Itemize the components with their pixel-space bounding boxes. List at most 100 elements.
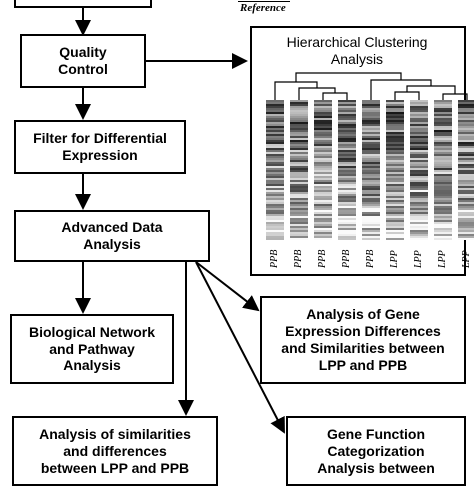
- heatmap-cell: [290, 186, 308, 188]
- heatmap-cell: [290, 158, 308, 160]
- heatmap-cell: [314, 178, 332, 180]
- heatmap-cell: [266, 114, 284, 116]
- heatmap-cell: [266, 182, 284, 184]
- reference-label: Reference: [240, 2, 286, 14]
- heatmap-cell: [362, 194, 380, 196]
- heatmap-cell: [338, 100, 356, 102]
- heatmap-cell: [386, 236, 404, 238]
- heatmap-cell: [266, 130, 284, 132]
- heatmap-cell: [314, 160, 332, 162]
- heatmap-cell: [338, 188, 356, 190]
- heatmap-cell: [410, 192, 428, 194]
- heatmap-cell: [338, 108, 356, 110]
- heatmap-cell: [410, 152, 428, 154]
- heatmap-cell: [338, 224, 356, 226]
- heatmap-cell: [290, 226, 308, 228]
- heatmap-cell: [362, 186, 380, 188]
- heatmap-cell: [410, 142, 428, 144]
- heatmap-cell: [266, 106, 284, 108]
- heatmap-cell: [386, 146, 404, 148]
- flow-connectors: [75, 8, 285, 434]
- heatmap-cell: [362, 116, 380, 118]
- heatmap-cell: [314, 196, 332, 198]
- heatmap-cell: [458, 166, 474, 168]
- heatmap-cell: [338, 222, 356, 224]
- heatmap-column: [290, 100, 308, 240]
- heatmap-column: [410, 100, 428, 240]
- heatmap-cell: [266, 152, 284, 154]
- heatmap-cell: [290, 160, 308, 162]
- heatmap-cell: [410, 200, 428, 202]
- similarities-line-3: between LPP and PPB: [40, 459, 190, 476]
- heatmap-cell: [266, 200, 284, 202]
- heatmap-cell: [458, 142, 474, 144]
- heatmap-cell: [266, 206, 284, 208]
- heatmap-cell: [410, 186, 428, 188]
- heatmap-cell: [314, 226, 332, 228]
- heatmap-cell: [386, 110, 404, 112]
- heatmap-cell: [458, 156, 474, 158]
- heatmap-cell: [290, 234, 308, 236]
- heatmap-cell: [458, 198, 474, 200]
- heatmap-cell: [338, 190, 356, 192]
- heatmap-cell: [266, 146, 284, 148]
- heatmap-cell: [434, 116, 452, 118]
- heatmap-cell: [458, 138, 474, 140]
- heatmap-cell: [410, 134, 428, 136]
- heatmap-cell: [338, 126, 356, 128]
- heatmap-cell: [314, 138, 332, 140]
- heatmap-cell: [434, 124, 452, 126]
- heatmap-cell: [410, 174, 428, 176]
- heatmap-cell: [434, 208, 452, 210]
- heatmap-cell: [434, 120, 452, 122]
- heatmap-cell: [338, 228, 356, 230]
- heatmap-cell: [362, 236, 380, 238]
- heatmap-cell: [314, 220, 332, 222]
- heatmap-cell: [266, 208, 284, 210]
- advanced-analysis-box: Advanced Data Analysis: [14, 210, 210, 262]
- heatmap-cell: [266, 132, 284, 134]
- heatmap-cell: [386, 164, 404, 166]
- heatmap-cell: [410, 130, 428, 132]
- heatmap-cell: [458, 114, 474, 116]
- heatmap-cell: [338, 120, 356, 122]
- heatmap-cell: [266, 216, 284, 218]
- heatmap-cell: [362, 110, 380, 112]
- heatmap-cell: [338, 194, 356, 196]
- heatmap-cell: [314, 106, 332, 108]
- heatmap-cell: [362, 164, 380, 166]
- heatmap-cell: [410, 150, 428, 152]
- heatmap-column-label: LPP: [389, 250, 400, 268]
- heatmap-cell: [458, 136, 474, 138]
- heatmap-cell: [386, 174, 404, 176]
- heatmap-cell: [410, 216, 428, 218]
- heatmap-cell: [314, 166, 332, 168]
- heatmap-cell: [290, 202, 308, 204]
- heatmap-cell: [386, 214, 404, 216]
- heatmap-column: [266, 100, 284, 240]
- heatmap-cell: [338, 136, 356, 138]
- heatmap-cell: [410, 158, 428, 160]
- heatmap-cell: [386, 186, 404, 188]
- heatmap-cell: [458, 186, 474, 188]
- heatmap-cell: [362, 148, 380, 150]
- heatmap-cell: [290, 136, 308, 138]
- heatmap-cell: [362, 204, 380, 206]
- heatmap-column-label: LPP: [413, 250, 424, 268]
- heatmap-cell: [410, 154, 428, 156]
- heatmap-cell: [362, 130, 380, 132]
- heatmap-cell: [386, 176, 404, 178]
- heatmap-cell: [338, 180, 356, 182]
- heatmap-cell: [386, 206, 404, 208]
- heatmap-cell: [338, 142, 356, 144]
- heatmap-cell: [338, 192, 356, 194]
- heatmap-cell: [290, 162, 308, 164]
- heatmap-cell: [410, 178, 428, 180]
- heatmap-cell: [362, 160, 380, 162]
- heatmap-cell: [362, 210, 380, 212]
- heatmap-cell: [338, 218, 356, 220]
- heatmap-cell: [386, 202, 404, 204]
- heatmap-cell: [266, 118, 284, 120]
- heatmap-cell: [290, 210, 308, 212]
- heatmap-cell: [266, 210, 284, 212]
